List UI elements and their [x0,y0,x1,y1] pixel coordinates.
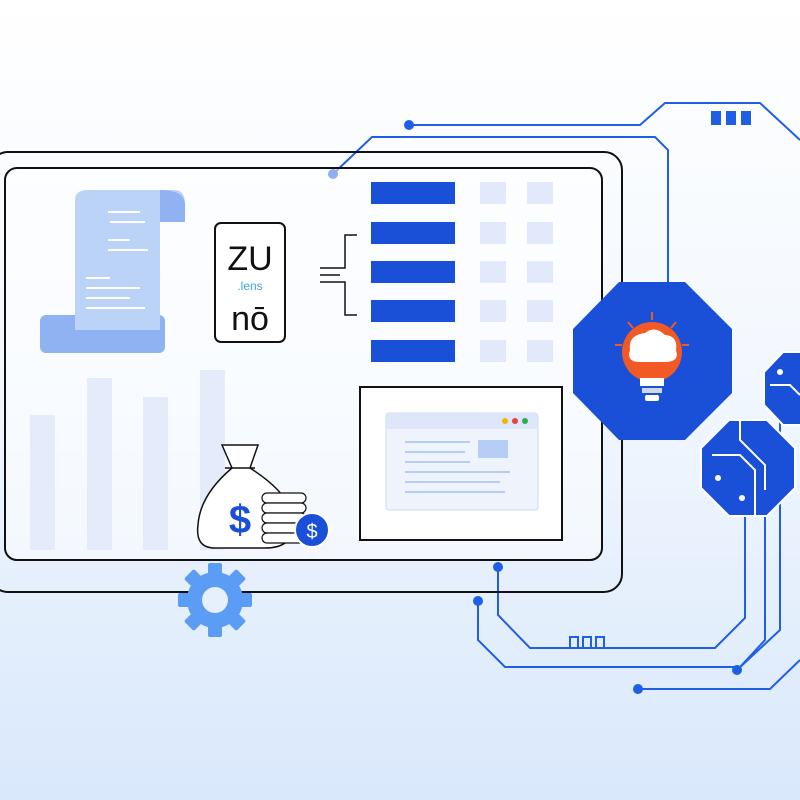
svg-text:$: $ [306,521,317,543]
bracket-connector [320,234,357,316]
browser-window-icon [385,412,539,511]
circuit-chip [569,636,605,649]
gear-icon [178,563,252,637]
svg-text:$: $ [229,498,251,542]
data-table [371,182,553,362]
receipt-scroll-icon [40,190,185,353]
coin-stack-icon: $ [261,492,330,548]
logo-text-no: nō [231,300,269,338]
octagon-traces [712,384,800,516]
zuno-logo: ZU .lens nō [214,222,286,343]
circuit-lines [332,102,800,690]
circuit-octagon [700,419,796,517]
circuit-nodes [328,111,751,694]
logo-text-lens: .lens [237,279,262,293]
background-bar-chart [30,370,225,550]
lightbulb-brain-icon [615,312,689,401]
logo-text-zu: ZU [227,240,272,278]
circuit-octagon-partial [763,351,800,426]
